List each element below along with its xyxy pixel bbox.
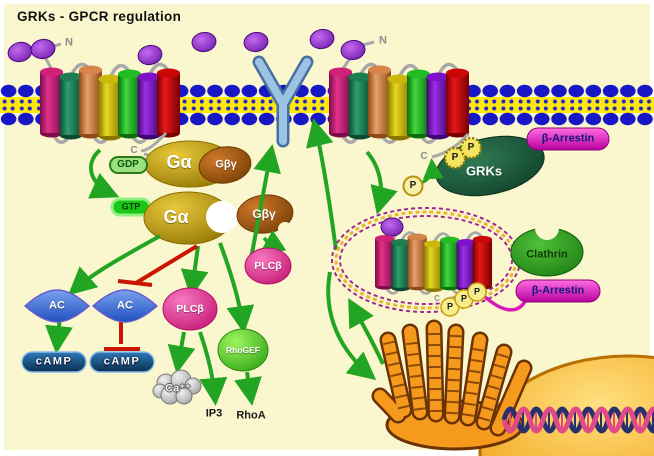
beta-arrestin-label-2: β-Arrestin <box>531 284 585 297</box>
ip3-label: IP3 <box>205 407 223 420</box>
gtp-label: GTP <box>121 201 141 212</box>
phosphate-label-star2: P <box>467 142 475 153</box>
endocytic-vesicle <box>331 207 529 317</box>
camp-label-2: cAMP <box>103 355 141 368</box>
g-beta-gamma-label-2: Gβγ <box>252 207 276 221</box>
phosphate-label-v3: P <box>473 286 481 297</box>
g-alpha-notch <box>206 201 238 233</box>
camp-label-1: cAMP <box>35 355 73 368</box>
beta-arrestin-pill-1 <box>526 127 610 151</box>
n-terminus-label-left: N <box>65 36 73 49</box>
clathrin-notch <box>535 216 559 240</box>
diagram-title: GRKs - GPCR regulation <box>17 9 182 24</box>
n-terminus-label-right: N <box>379 34 387 47</box>
gdp-gtp-exchange-arrow <box>87 148 120 199</box>
beta-arrestin-label-1: β-Arrestin <box>541 132 595 145</box>
ac-label-2: AC <box>117 299 133 312</box>
plc-beta-label-1: PLCβ <box>254 259 282 272</box>
free-phosphate <box>402 175 424 197</box>
gdp-pill <box>109 156 148 174</box>
c-terminus-label-vesicle: C <box>434 294 440 303</box>
ligand-molecules <box>7 28 375 71</box>
phosphate-starburst-2 <box>459 136 483 160</box>
signaling-arrows <box>45 118 398 406</box>
beta-arrestin-pill-2 <box>515 279 601 303</box>
rhoa-label: RhoA <box>236 409 266 422</box>
adenylyl-cyclase-1 <box>23 289 91 323</box>
effector-shapes <box>21 247 292 405</box>
g-beta-gamma-label-1: Gβγ <box>215 158 237 171</box>
gpcr-receptor-right <box>327 62 471 145</box>
rhogef-oval <box>217 328 269 372</box>
grk-arrestin-machinery <box>402 127 610 303</box>
rough-er <box>371 319 533 451</box>
phosphate-label-v1: P <box>446 301 454 312</box>
grks-label: GRKs <box>465 163 503 179</box>
clathrin-label: Clathrin <box>526 248 568 261</box>
g-alpha-label-1: Gα <box>166 152 192 172</box>
plc-beta-1 <box>244 247 292 285</box>
calcium-cluster <box>152 369 202 405</box>
g-beta-gamma-notch <box>278 222 292 236</box>
calcium-label: Ca⁺⁺ <box>165 382 191 395</box>
adenylyl-cyclase-2 <box>91 289 159 323</box>
gpcr-receptor-left <box>38 62 182 145</box>
ac-label-1: AC <box>49 299 65 312</box>
plc-beta-label-2: PLCβ <box>176 302 204 315</box>
phosphate-label-v2: P <box>460 293 468 304</box>
gdp-label: GDP <box>117 159 139 170</box>
rhogef-label: RhoGEF <box>226 344 260 355</box>
phosphate-starburst-1 <box>443 146 467 170</box>
dna-helix <box>501 406 654 434</box>
c-terminus-label-left: C <box>130 145 138 156</box>
internalized-ligand <box>380 217 404 237</box>
plc-beta-2 <box>162 287 218 331</box>
phosphate-label-star1: P <box>451 152 459 163</box>
inhibition-tbars <box>104 244 199 351</box>
phosphate-label-free: P <box>409 180 417 191</box>
g-beta-gamma-bound <box>198 146 252 184</box>
g-alpha-label-2: Gα <box>163 207 189 227</box>
camp-pill-1 <box>21 351 87 373</box>
c-terminus-label-right: C <box>420 151 428 162</box>
y-receptor <box>252 55 314 148</box>
camp-pill-2 <box>89 351 155 373</box>
